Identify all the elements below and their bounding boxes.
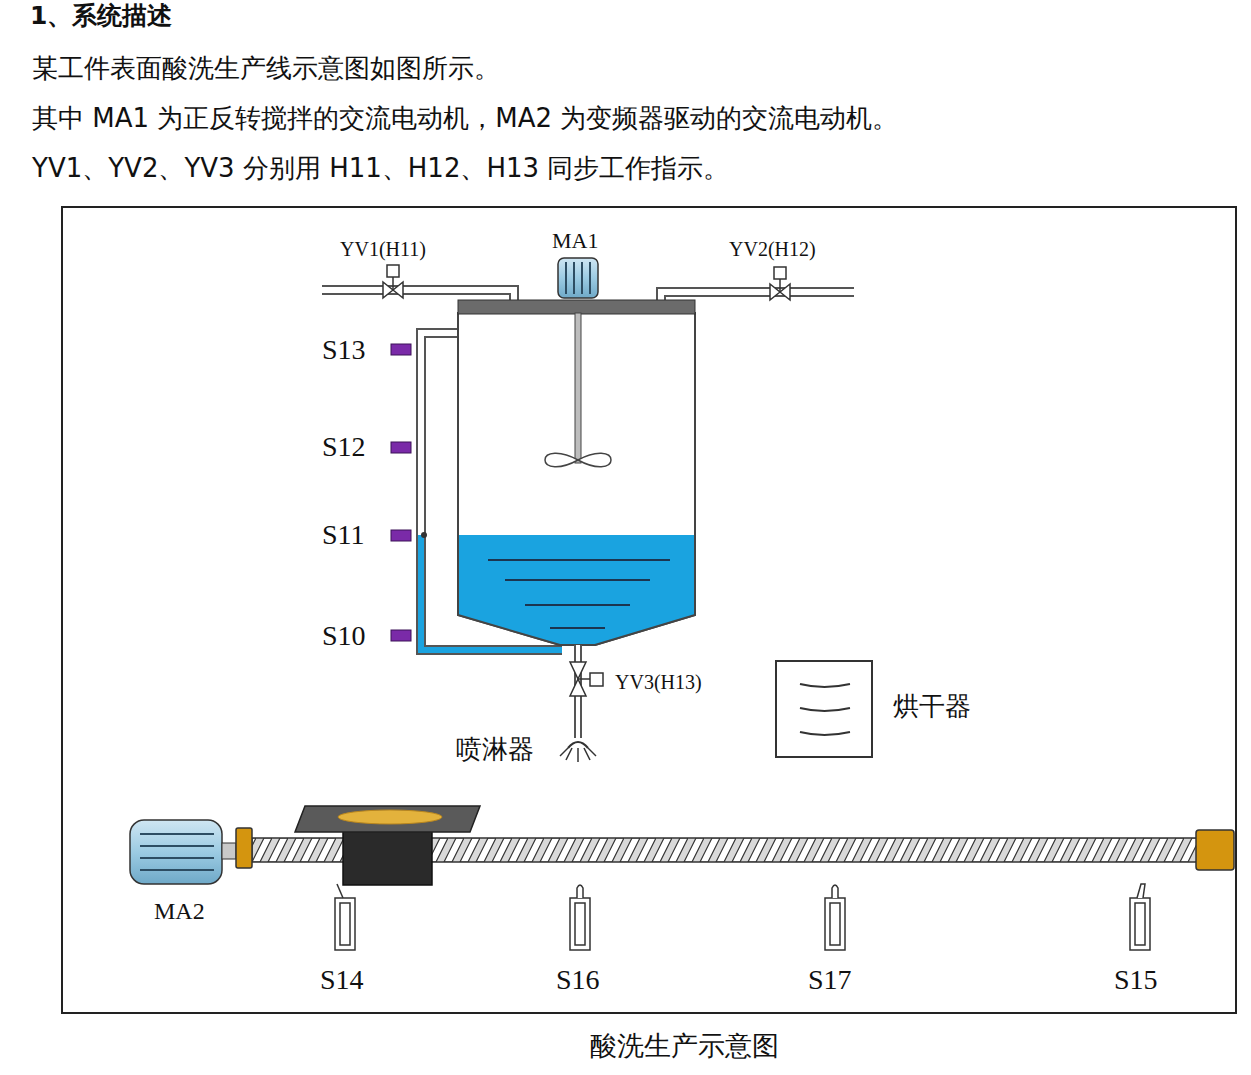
description-text: 其中 MA1 为正反转搅拌的交流电动机，MA2 为变频器驱动的交流电动机。 — [32, 104, 898, 134]
sensor-label: S11 — [322, 519, 365, 551]
sensor-label: S10 — [322, 620, 366, 652]
valve-label: YV2(H12) — [729, 238, 816, 261]
position-sensors — [335, 884, 1150, 950]
level-sensors — [391, 344, 411, 641]
heading: 1、系统描述 — [30, 2, 172, 31]
description-text: YV1、YV2、YV3 分别用 H11、H12、H13 同步工作指示。 — [32, 154, 729, 184]
sensor-label: S14 — [320, 964, 364, 996]
sensor-label: S16 — [556, 964, 600, 996]
motor-ma1 — [558, 258, 598, 298]
description-text: 某工件表面酸洗生产线示意图如图所示。 — [32, 54, 500, 84]
tank — [458, 300, 695, 645]
valve-label: YV3(H13) — [615, 671, 702, 694]
sensor-label: S15 — [1114, 964, 1158, 996]
screw-conveyor — [130, 806, 1234, 885]
sprayer-label: 喷淋器 — [456, 735, 534, 765]
dryer-label: 烘干器 — [893, 692, 971, 722]
dryer-symbol — [800, 684, 850, 735]
valve-label: YV1(H11) — [340, 238, 426, 261]
sensor-label: S12 — [322, 431, 366, 463]
outlet-valve — [560, 645, 603, 762]
agitator — [545, 313, 611, 467]
caption: 酸洗生产示意图 — [590, 1030, 779, 1061]
sensor-label: S13 — [322, 334, 366, 366]
sensor-label: S17 — [808, 964, 852, 996]
motor-label: MA2 — [154, 898, 205, 926]
dryer-box: 烘干器 — [775, 660, 873, 758]
motor-label: MA1 — [552, 228, 598, 253]
frame — [62, 207, 1236, 1013]
